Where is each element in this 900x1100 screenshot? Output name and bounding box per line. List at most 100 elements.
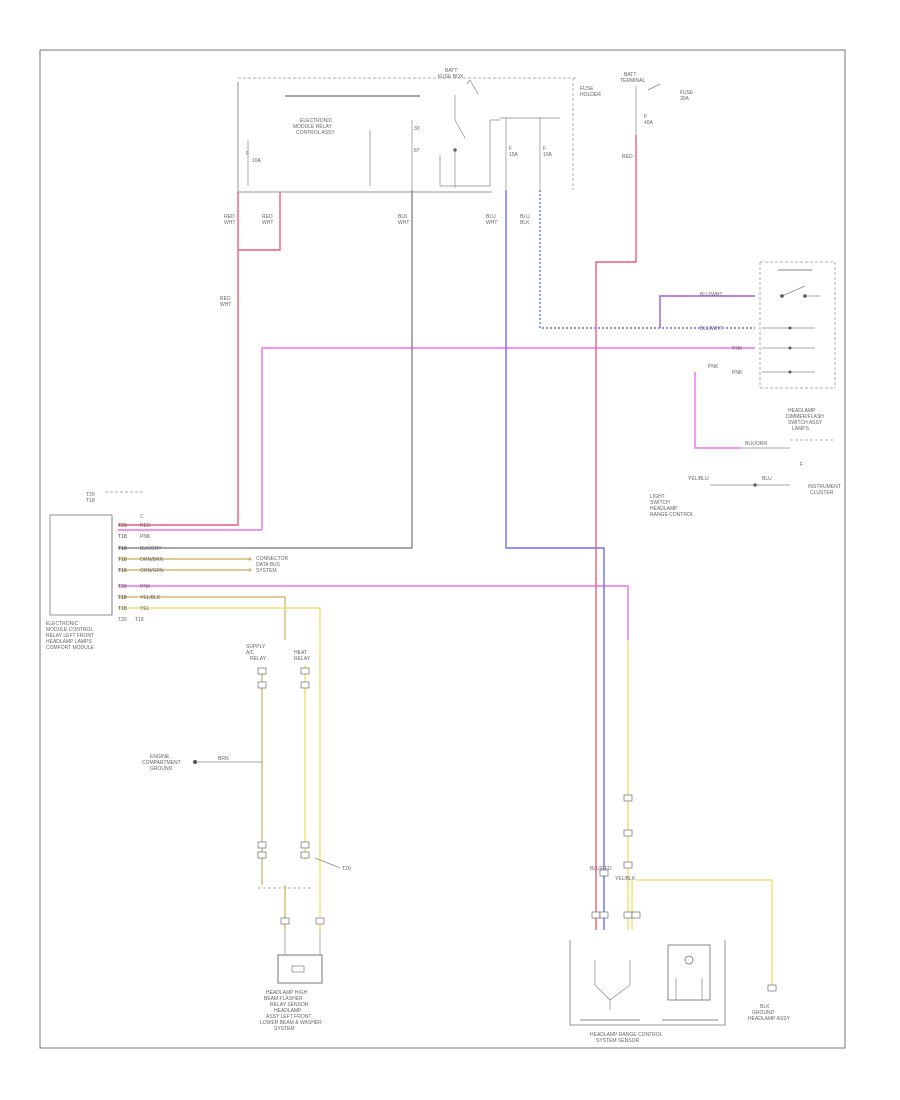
svg-text:T18: T18 xyxy=(118,534,127,540)
svg-text:CONTROL ASSY: CONTROL ASSY xyxy=(296,130,335,136)
svg-text:HEADLAMP: HEADLAMP xyxy=(650,506,678,512)
svg-text:PNK: PNK xyxy=(732,346,743,352)
svg-text:BEAM FLASHER: BEAM FLASHER xyxy=(264,996,303,1002)
wire-pink-2 xyxy=(118,585,629,640)
svg-text:ORN/BRN: ORN/BRN xyxy=(140,557,163,563)
svg-text:30A: 30A xyxy=(680,96,690,102)
svg-text:LAMPS: LAMPS xyxy=(792,426,810,432)
svg-text:BLK/GRY: BLK/GRY xyxy=(140,546,162,552)
svg-text:T18: T18 xyxy=(118,557,127,563)
svg-text:HOLDER: HOLDER xyxy=(580,92,601,98)
svg-text:F: F xyxy=(246,151,249,157)
svg-text:RED: RED xyxy=(220,296,231,302)
svg-text:HEADLAMP: HEADLAMP xyxy=(274,1008,302,1014)
wire-blue-dashed xyxy=(539,190,755,329)
svg-text:ELECTRONIC: ELECTRONIC xyxy=(46,621,79,627)
svg-text:F: F xyxy=(543,146,546,152)
svg-text:BLK/ORN: BLK/ORN xyxy=(745,441,767,447)
svg-text:FUSE: FUSE xyxy=(580,86,594,92)
svg-text:TERMINAL: TERMINAL xyxy=(620,78,646,84)
svg-text:ELECTRONIC: ELECTRONIC xyxy=(300,118,333,124)
svg-text:T18: T18 xyxy=(118,595,127,601)
svg-text:HEADLAMP HIGH: HEADLAMP HIGH xyxy=(266,990,308,996)
wire-pink-main xyxy=(261,347,755,530)
svg-text:T18: T18 xyxy=(118,606,127,612)
wire-red-right xyxy=(595,135,637,930)
svg-text:HEADLAMP RANGE CONTROL: HEADLAMP RANGE CONTROL xyxy=(590,1032,663,1038)
module-pin-labels: T20 T18 T18 T18 T18 T20 T18 T18 RED PNK … xyxy=(118,523,164,623)
svg-text:BLU: BLU xyxy=(520,214,530,220)
wire-purple xyxy=(659,295,755,328)
svg-text:ENGINE: ENGINE xyxy=(150,754,170,760)
svg-text:YEL/BLK: YEL/BLK xyxy=(615,876,636,882)
svg-text:RED: RED xyxy=(262,214,273,220)
svg-text:F: F xyxy=(644,114,647,120)
svg-text:HEADLAMP LAMPS: HEADLAMP LAMPS xyxy=(46,639,92,645)
svg-text:BLK: BLK xyxy=(398,214,408,220)
svg-text:DIMMER/FLASH: DIMMER/FLASH xyxy=(786,414,824,420)
svg-text:WHT: WHT xyxy=(224,220,235,226)
svg-text:WHT: WHT xyxy=(398,220,409,226)
svg-text:T18: T18 xyxy=(135,617,144,623)
svg-text:T18: T18 xyxy=(86,498,95,504)
ground-splice-left: ENGINE COMPARTMENT GROUND xyxy=(142,754,181,772)
svg-text:RELAY: RELAY xyxy=(250,656,267,662)
svg-text:T18: T18 xyxy=(118,568,127,574)
svg-text:RED: RED xyxy=(140,523,151,529)
svg-text:HEADLAMP ASSY: HEADLAMP ASSY xyxy=(748,1016,791,1022)
svg-text:RANGE CONTROL: RANGE CONTROL xyxy=(650,512,694,518)
wire-blue-main xyxy=(505,190,605,930)
svg-text:PNK: PNK xyxy=(708,364,719,370)
fuse-box-junction: ELECTRONIC MODULE RELAY CONTROL ASSY F 1… xyxy=(237,68,601,193)
svg-text:BATT: BATT xyxy=(624,72,636,78)
svg-text:COMFORT MODULE: COMFORT MODULE xyxy=(46,645,95,651)
wire-red-2 xyxy=(238,192,281,251)
svg-text:F: F xyxy=(509,146,512,152)
svg-text:C: C xyxy=(140,514,144,520)
svg-text:30: 30 xyxy=(414,126,420,132)
svg-text:CLUSTER: CLUSTER xyxy=(810,490,834,496)
svg-text:SYSTEM SENSOR: SYSTEM SENSOR xyxy=(596,1038,639,1044)
svg-text:HEADLAMP: HEADLAMP xyxy=(788,408,816,414)
svg-text:A/C: A/C xyxy=(246,650,255,656)
svg-text:WHT: WHT xyxy=(262,220,273,226)
svg-text:PNK: PNK xyxy=(732,370,743,376)
svg-text:YEL/BLK: YEL/BLK xyxy=(140,595,161,601)
svg-text:WHT: WHT xyxy=(220,302,231,308)
svg-text:HEAT: HEAT xyxy=(294,650,307,656)
svg-text:T20: T20 xyxy=(118,523,127,529)
svg-text:YEL: YEL xyxy=(140,606,150,612)
svg-text:YEL/BLU: YEL/BLU xyxy=(688,476,709,482)
battery-fuse-terminal: BATT TERMINAL FUSE 30A F 40A RED xyxy=(620,72,694,160)
svg-text:CONNECTOR: CONNECTOR xyxy=(256,556,289,562)
svg-text:BRN: BRN xyxy=(218,756,229,762)
svg-text:COMPARTMENT: COMPARTMENT xyxy=(142,760,181,766)
headlamp-switch-dimmer: BLU/WHT BLU/WHT PNK PNK HEADLAMP DIMMER/… xyxy=(700,261,836,432)
svg-text:ASSY LEFT FRONT: ASSY LEFT FRONT xyxy=(266,1014,311,1020)
svg-text:LIGHT: LIGHT xyxy=(650,494,665,500)
svg-text:87: 87 xyxy=(414,148,420,154)
svg-text:RED: RED xyxy=(224,214,235,220)
svg-text:RELAY: RELAY xyxy=(294,656,311,662)
svg-text:40A: 40A xyxy=(644,120,654,126)
wire-red-1 xyxy=(118,192,239,526)
wire-yellow-ground xyxy=(636,879,773,985)
svg-text:PNK: PNK xyxy=(140,534,151,540)
svg-text:F: F xyxy=(800,462,803,468)
svg-text:T20: T20 xyxy=(86,492,95,498)
svg-text:GROUND: GROUND xyxy=(150,766,173,772)
wire-yellow-1 xyxy=(118,607,321,930)
ground-right-mid: BLK/ORN F YEL/BLU BLU INSTRUMENT CLUSTER… xyxy=(650,439,841,518)
svg-text:ORN/GRN: ORN/GRN xyxy=(140,568,164,574)
svg-text:RELAY LEFT FRONT: RELAY LEFT FRONT xyxy=(46,633,94,639)
svg-text:MODULE RELAY: MODULE RELAY xyxy=(293,124,332,130)
svg-text:LOWER BEAM & WASHER: LOWER BEAM & WASHER xyxy=(260,1020,322,1026)
ground-right: BLK GROUND HEADLAMP ASSY xyxy=(748,984,791,1022)
electronic-module-left: T20 T18 C ELECTRONIC MODULE CONTROL RELA… xyxy=(46,491,145,651)
headlamp-relay-lower: HEADLAMP HIGH BEAM FLASHER RELAY SENSOR … xyxy=(258,887,325,1032)
svg-text:15A: 15A xyxy=(509,152,519,158)
svg-text:INSTRUMENT: INSTRUMENT xyxy=(808,484,841,490)
svg-text:10A: 10A xyxy=(252,158,262,164)
diagram-frame xyxy=(39,49,846,1049)
svg-text:FUSE BOX: FUSE BOX xyxy=(438,74,464,80)
